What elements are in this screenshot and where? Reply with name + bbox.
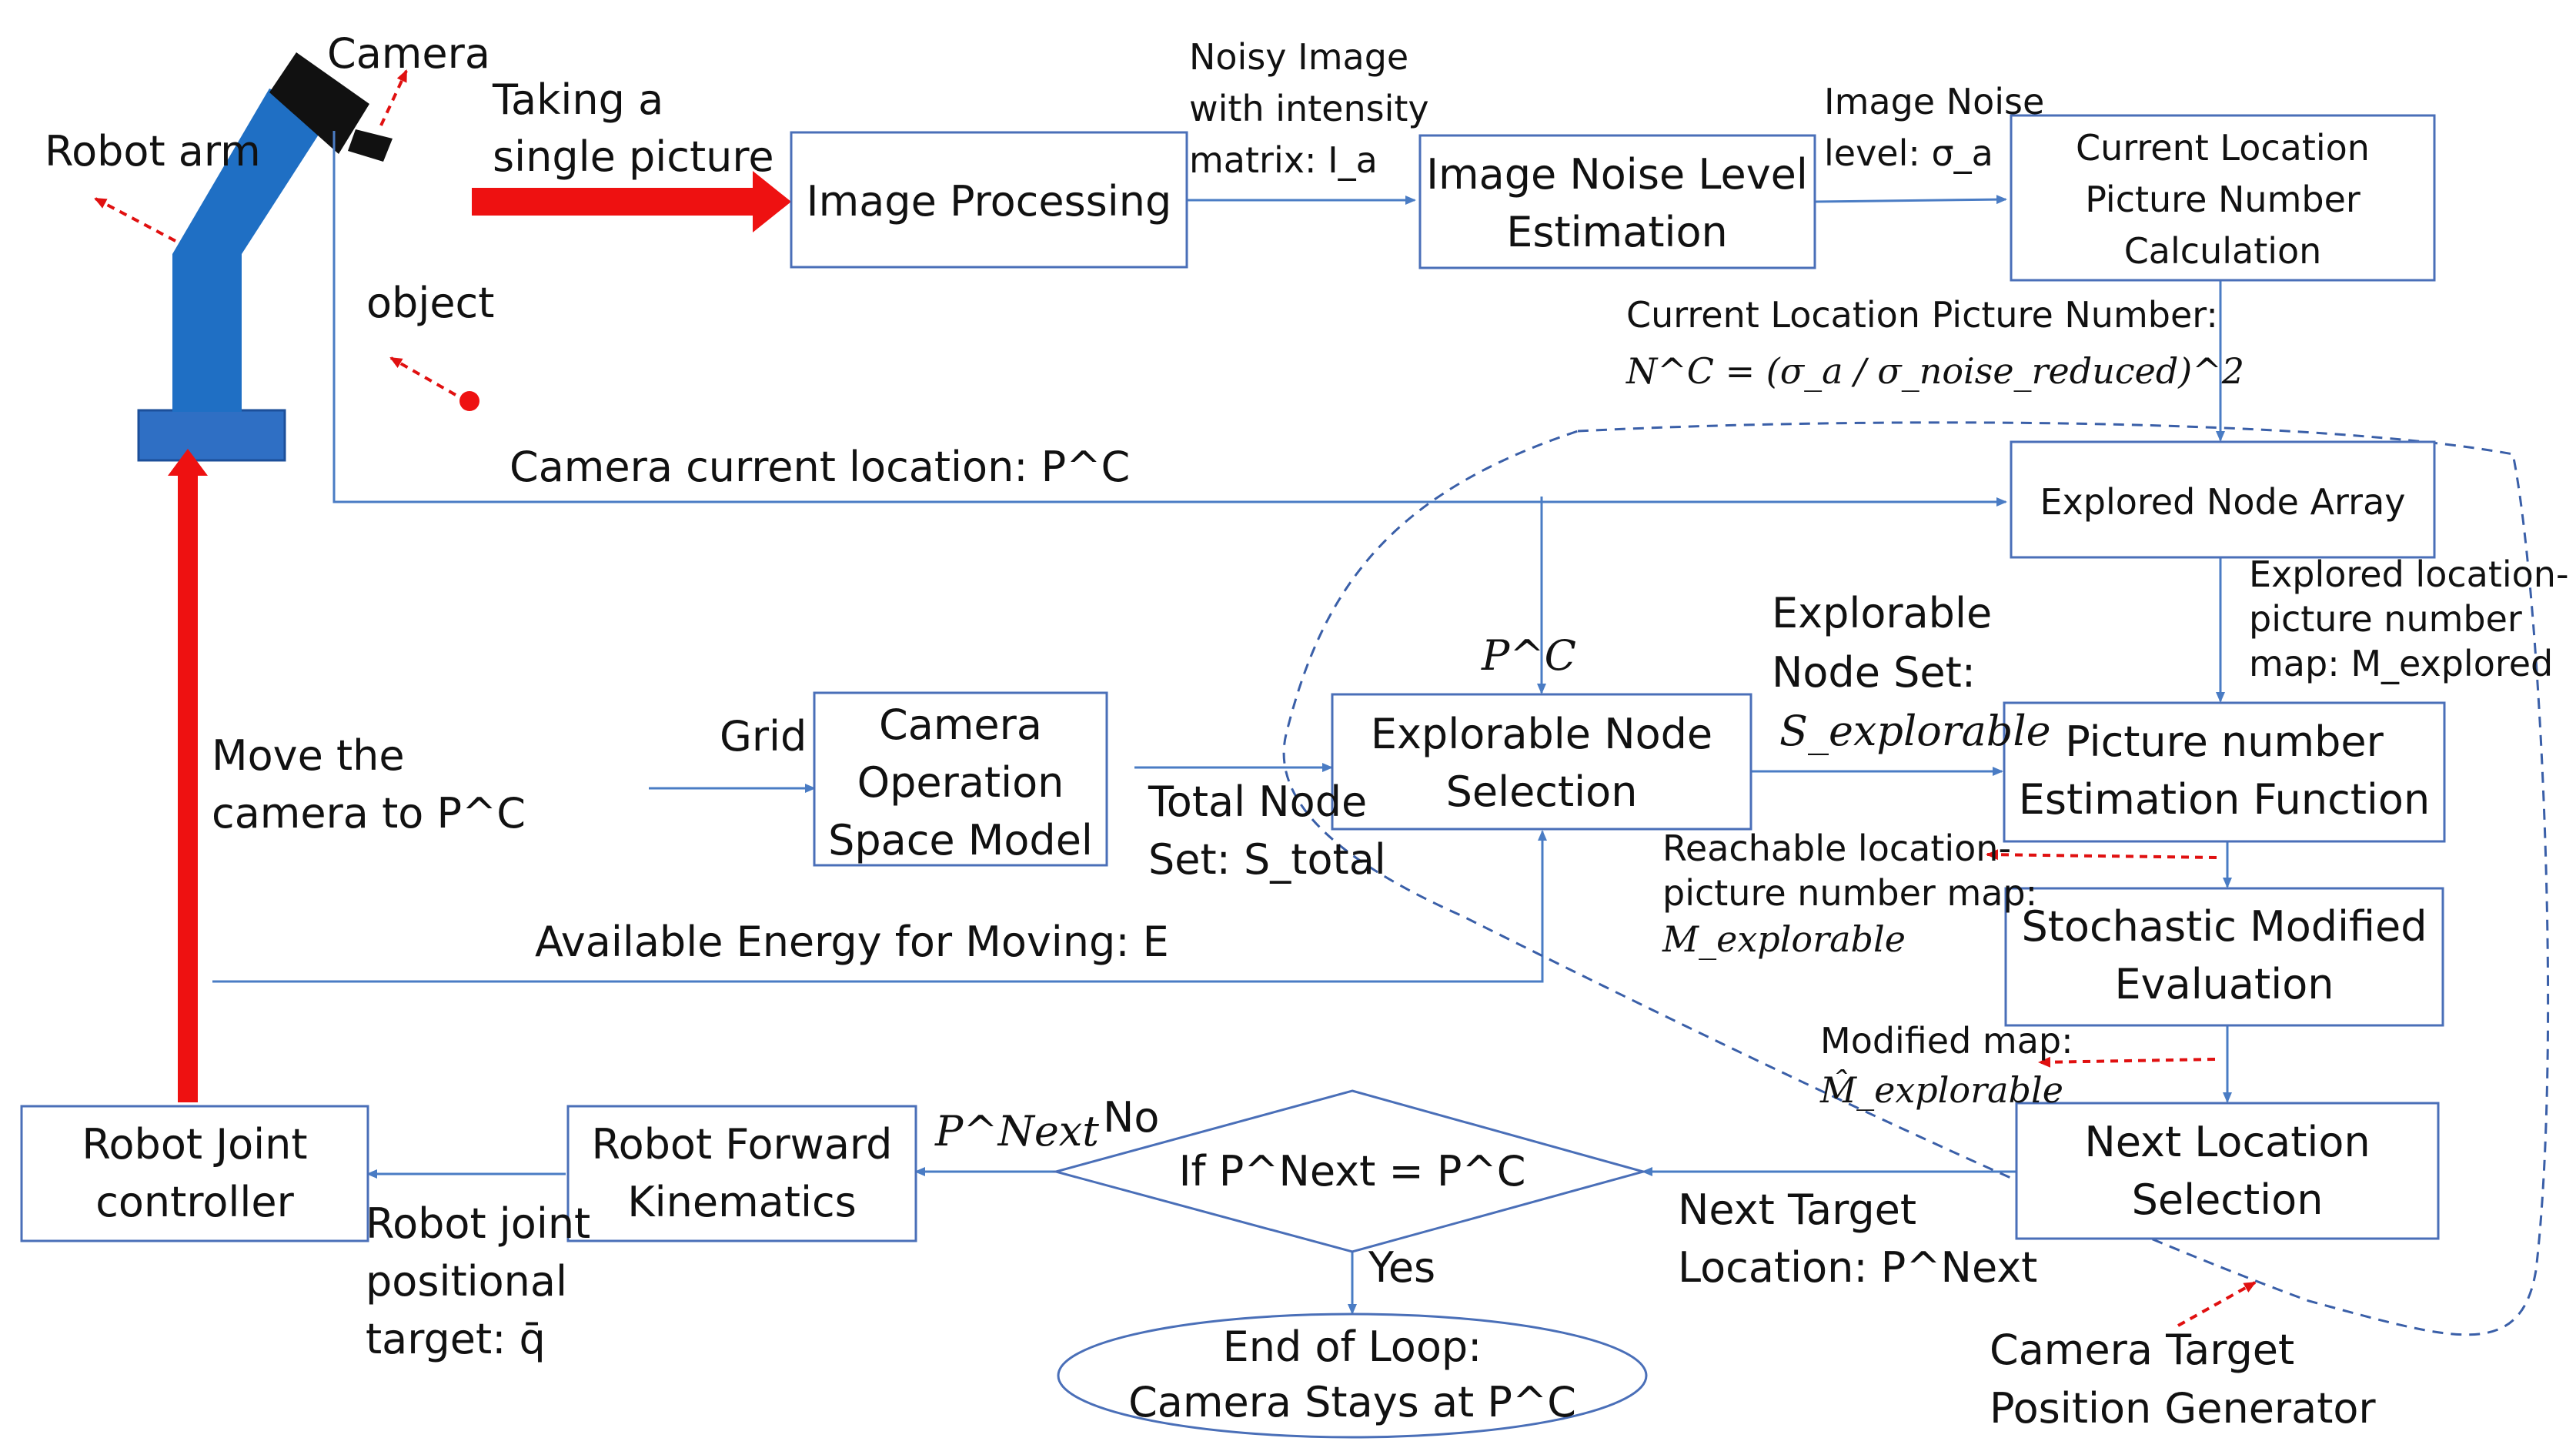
robot-forward-kinematics-line1: Robot Forward: [592, 1120, 893, 1169]
reachable-map-line3: M_explorable: [1662, 918, 1906, 960]
robot-upper-link: [172, 89, 331, 254]
current-picture-calc-box: Current Location Picture Number Calculat…: [2010, 114, 2436, 282]
no-label: No: [1103, 1093, 1159, 1142]
current-picture-number-formula: N^C = (σ_a / σ_noise_reduced)^2: [1625, 350, 2244, 392]
camera-target-gen-line2: Position Generator: [1990, 1384, 2376, 1433]
end-loop-ellipse: End of Loop: Camera Stays at P^C: [1057, 1313, 1648, 1439]
available-energy-label: Available Energy for Moving: E: [535, 918, 1169, 966]
robot-lower-link: [172, 254, 242, 412]
stochastic-evaluation-box: Stochastic Modified Evaluation: [2004, 887, 2444, 1027]
camera-operation-space-box: Camera Operation Space Model: [813, 691, 1108, 867]
grid-label: Grid: [720, 712, 807, 761]
next-location-selection-line1: Next Location: [2084, 1118, 2370, 1166]
camera-icon: [269, 52, 393, 162]
decision-diamond: If P^Next = P^C: [1051, 1089, 1648, 1253]
robot-joint-controller-line2: controller: [95, 1178, 294, 1226]
picture-number-estimation-line2: Estimation Function: [2019, 775, 2430, 824]
decision-label: If P^Next = P^C: [1179, 1147, 1526, 1196]
current-picture-number-label: Current Location Picture Number:: [1626, 294, 2218, 336]
explorable-node-set-line3: S_explorable: [1779, 707, 2051, 755]
reachable-map-line1: Reachable location-: [1662, 828, 2011, 869]
pc-label: P^C: [1481, 631, 1576, 680]
picture-number-estimation-box: Picture number Estimation Function: [2003, 701, 2446, 843]
robot-forward-kinematics-line2: Kinematics: [627, 1178, 857, 1226]
total-node-set-line2: Set: S_total: [1148, 835, 1386, 884]
stochastic-evaluation-line2: Evaluation: [2115, 960, 2334, 1008]
reachable-map-line2: picture number map:: [1662, 872, 2037, 914]
taking-picture-line1: Taking a: [492, 75, 663, 124]
current-picture-calc-line2: Picture Number: [2085, 179, 2360, 220]
explored-node-array-box: Explored Node Array: [2010, 440, 2436, 559]
robot-forward-kinematics-box: Robot Forward Kinematics: [566, 1105, 917, 1242]
explorable-node-selection-line2: Selection: [1446, 767, 1638, 816]
camera-operation-space-line1: Camera: [879, 701, 1042, 749]
p-next-label: P^Next: [934, 1107, 1099, 1155]
image-noise-level-line1: Image Noise: [1824, 81, 2044, 122]
robot-arm: [137, 52, 479, 462]
modified-map-line1: Modified map:: [1820, 1020, 2073, 1062]
camera-target-gen-line1: Camera Target: [1990, 1326, 2294, 1374]
explored-map-line1: Explored location-: [2249, 553, 2569, 595]
object-label: object: [366, 279, 494, 327]
move-camera-line2: camera to P^C: [212, 789, 526, 838]
explored-map-line2: picture number: [2249, 598, 2522, 640]
move-camera-line1: Move the: [212, 731, 405, 780]
noisy-image-line3: matrix: I_a: [1189, 139, 1378, 181]
camera-label: Camera: [327, 29, 490, 78]
picture-number-estimation-line1: Picture number: [2065, 717, 2384, 766]
image-noise-level-line2: level: σ_a: [1824, 132, 1993, 174]
current-picture-calc-line1: Current Location: [2076, 127, 2370, 169]
end-loop-line2: Camera Stays at P^C: [1128, 1378, 1576, 1426]
modified-map-line2: M̂_explorable: [1819, 1069, 2063, 1111]
explored-node-array-label: Explored Node Array: [2040, 481, 2405, 523]
explorable-node-set-line1: Explorable: [1772, 589, 1992, 637]
next-target-line1: Next Target: [1678, 1185, 1916, 1234]
noise-level-estimation-box: Image Noise Level Estimation: [1418, 134, 1816, 269]
explorable-node-selection-box: Explorable Node Selection: [1331, 693, 1752, 831]
move-arrow: [168, 449, 208, 1102]
image-processing-box: Image Processing: [790, 131, 1188, 269]
camera-operation-space-line2: Operation: [857, 758, 1064, 807]
stochastic-evaluation-line1: Stochastic Modified: [2021, 902, 2427, 951]
robot-joint-controller-box: Robot Joint controller: [20, 1105, 369, 1242]
robot-joint-target-line1: Robot joint: [366, 1199, 590, 1248]
next-target-line2: Location: P^Next: [1678, 1243, 2037, 1292]
next-location-selection-box: Next Location Selection: [2015, 1102, 2440, 1240]
end-loop-line1: End of Loop:: [1223, 1323, 1482, 1371]
object-dot: [459, 391, 479, 411]
noisy-image-line2: with intensity: [1189, 88, 1429, 129]
robot-joint-target-line3: target: q̄: [366, 1315, 546, 1363]
noise-level-estimation-line2: Estimation: [1506, 208, 1728, 256]
explorable-node-selection-line1: Explorable Node: [1371, 710, 1712, 758]
picture-arrow: [472, 171, 791, 232]
explored-map-line3: map: M_explored: [2249, 643, 2553, 684]
camera-current-location-label: Camera current location: P^C: [510, 443, 1130, 491]
camera-operation-space-line3: Space Model: [828, 816, 1093, 864]
next-location-selection-line2: Selection: [2132, 1175, 2324, 1224]
taking-picture-line2: single picture: [493, 132, 774, 181]
robot-joint-controller-line1: Robot Joint: [82, 1120, 307, 1169]
explorable-node-set-line2: Node Set:: [1772, 648, 1976, 697]
yes-label: Yes: [1368, 1243, 1435, 1292]
noise-level-estimation-line1: Image Noise Level: [1426, 150, 1808, 199]
current-picture-calc-line3: Calculation: [2124, 230, 2322, 272]
camera-target-generator-region: [1282, 421, 2550, 1336]
total-node-set-line1: Total Node: [1148, 778, 1367, 826]
robot-base: [137, 409, 286, 462]
noisy-image-line1: Noisy Image: [1189, 36, 1408, 78]
robot-arm-label: Robot arm: [45, 127, 261, 176]
robot-joint-target-line2: positional: [366, 1257, 567, 1306]
image-processing-label: Image Processing: [807, 177, 1172, 226]
